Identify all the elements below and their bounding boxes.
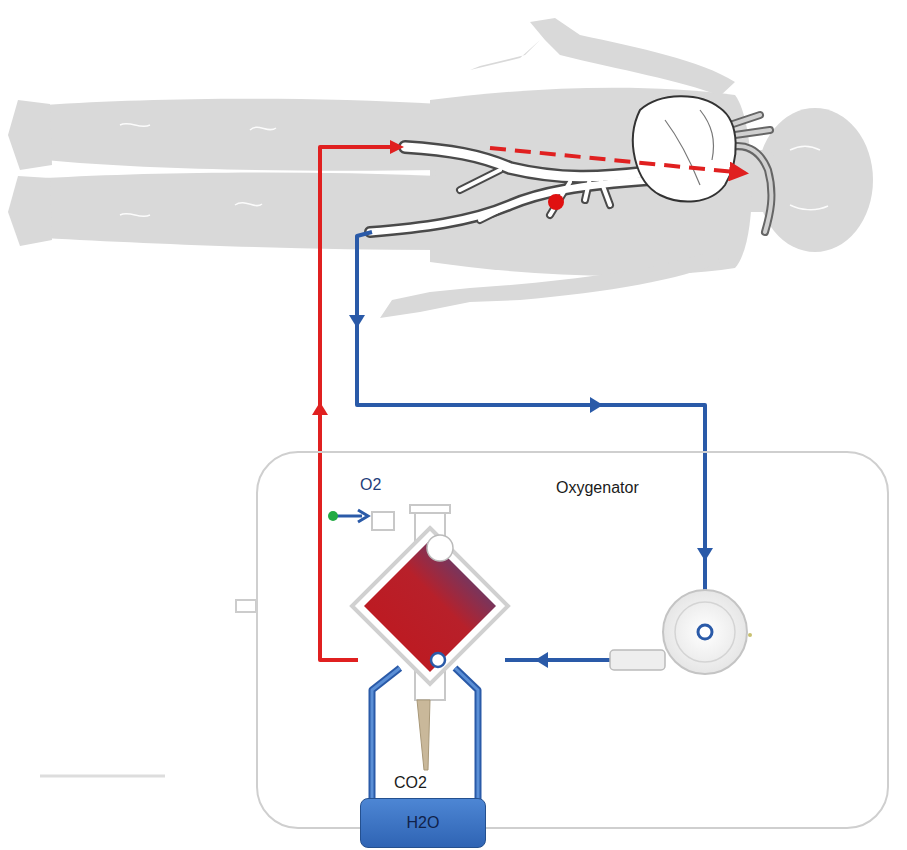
gas-label: CO2: [394, 774, 427, 792]
water-heater: H2O: [360, 798, 486, 848]
patient-silhouette: [8, 18, 873, 318]
cannula-tip: [548, 194, 564, 210]
heater-label: H2O: [407, 814, 440, 832]
centrifugal-pump: [610, 590, 752, 674]
retrograde-flow-arrow: [490, 148, 745, 173]
oxygen-inlet: [328, 510, 368, 522]
heater-tubes: [372, 668, 478, 800]
gas-label: O2: [360, 476, 381, 494]
console-label: Oxygenator: [556, 479, 639, 497]
oxygenator-console: Oxygenator: [256, 451, 889, 829]
heart: [633, 96, 736, 201]
